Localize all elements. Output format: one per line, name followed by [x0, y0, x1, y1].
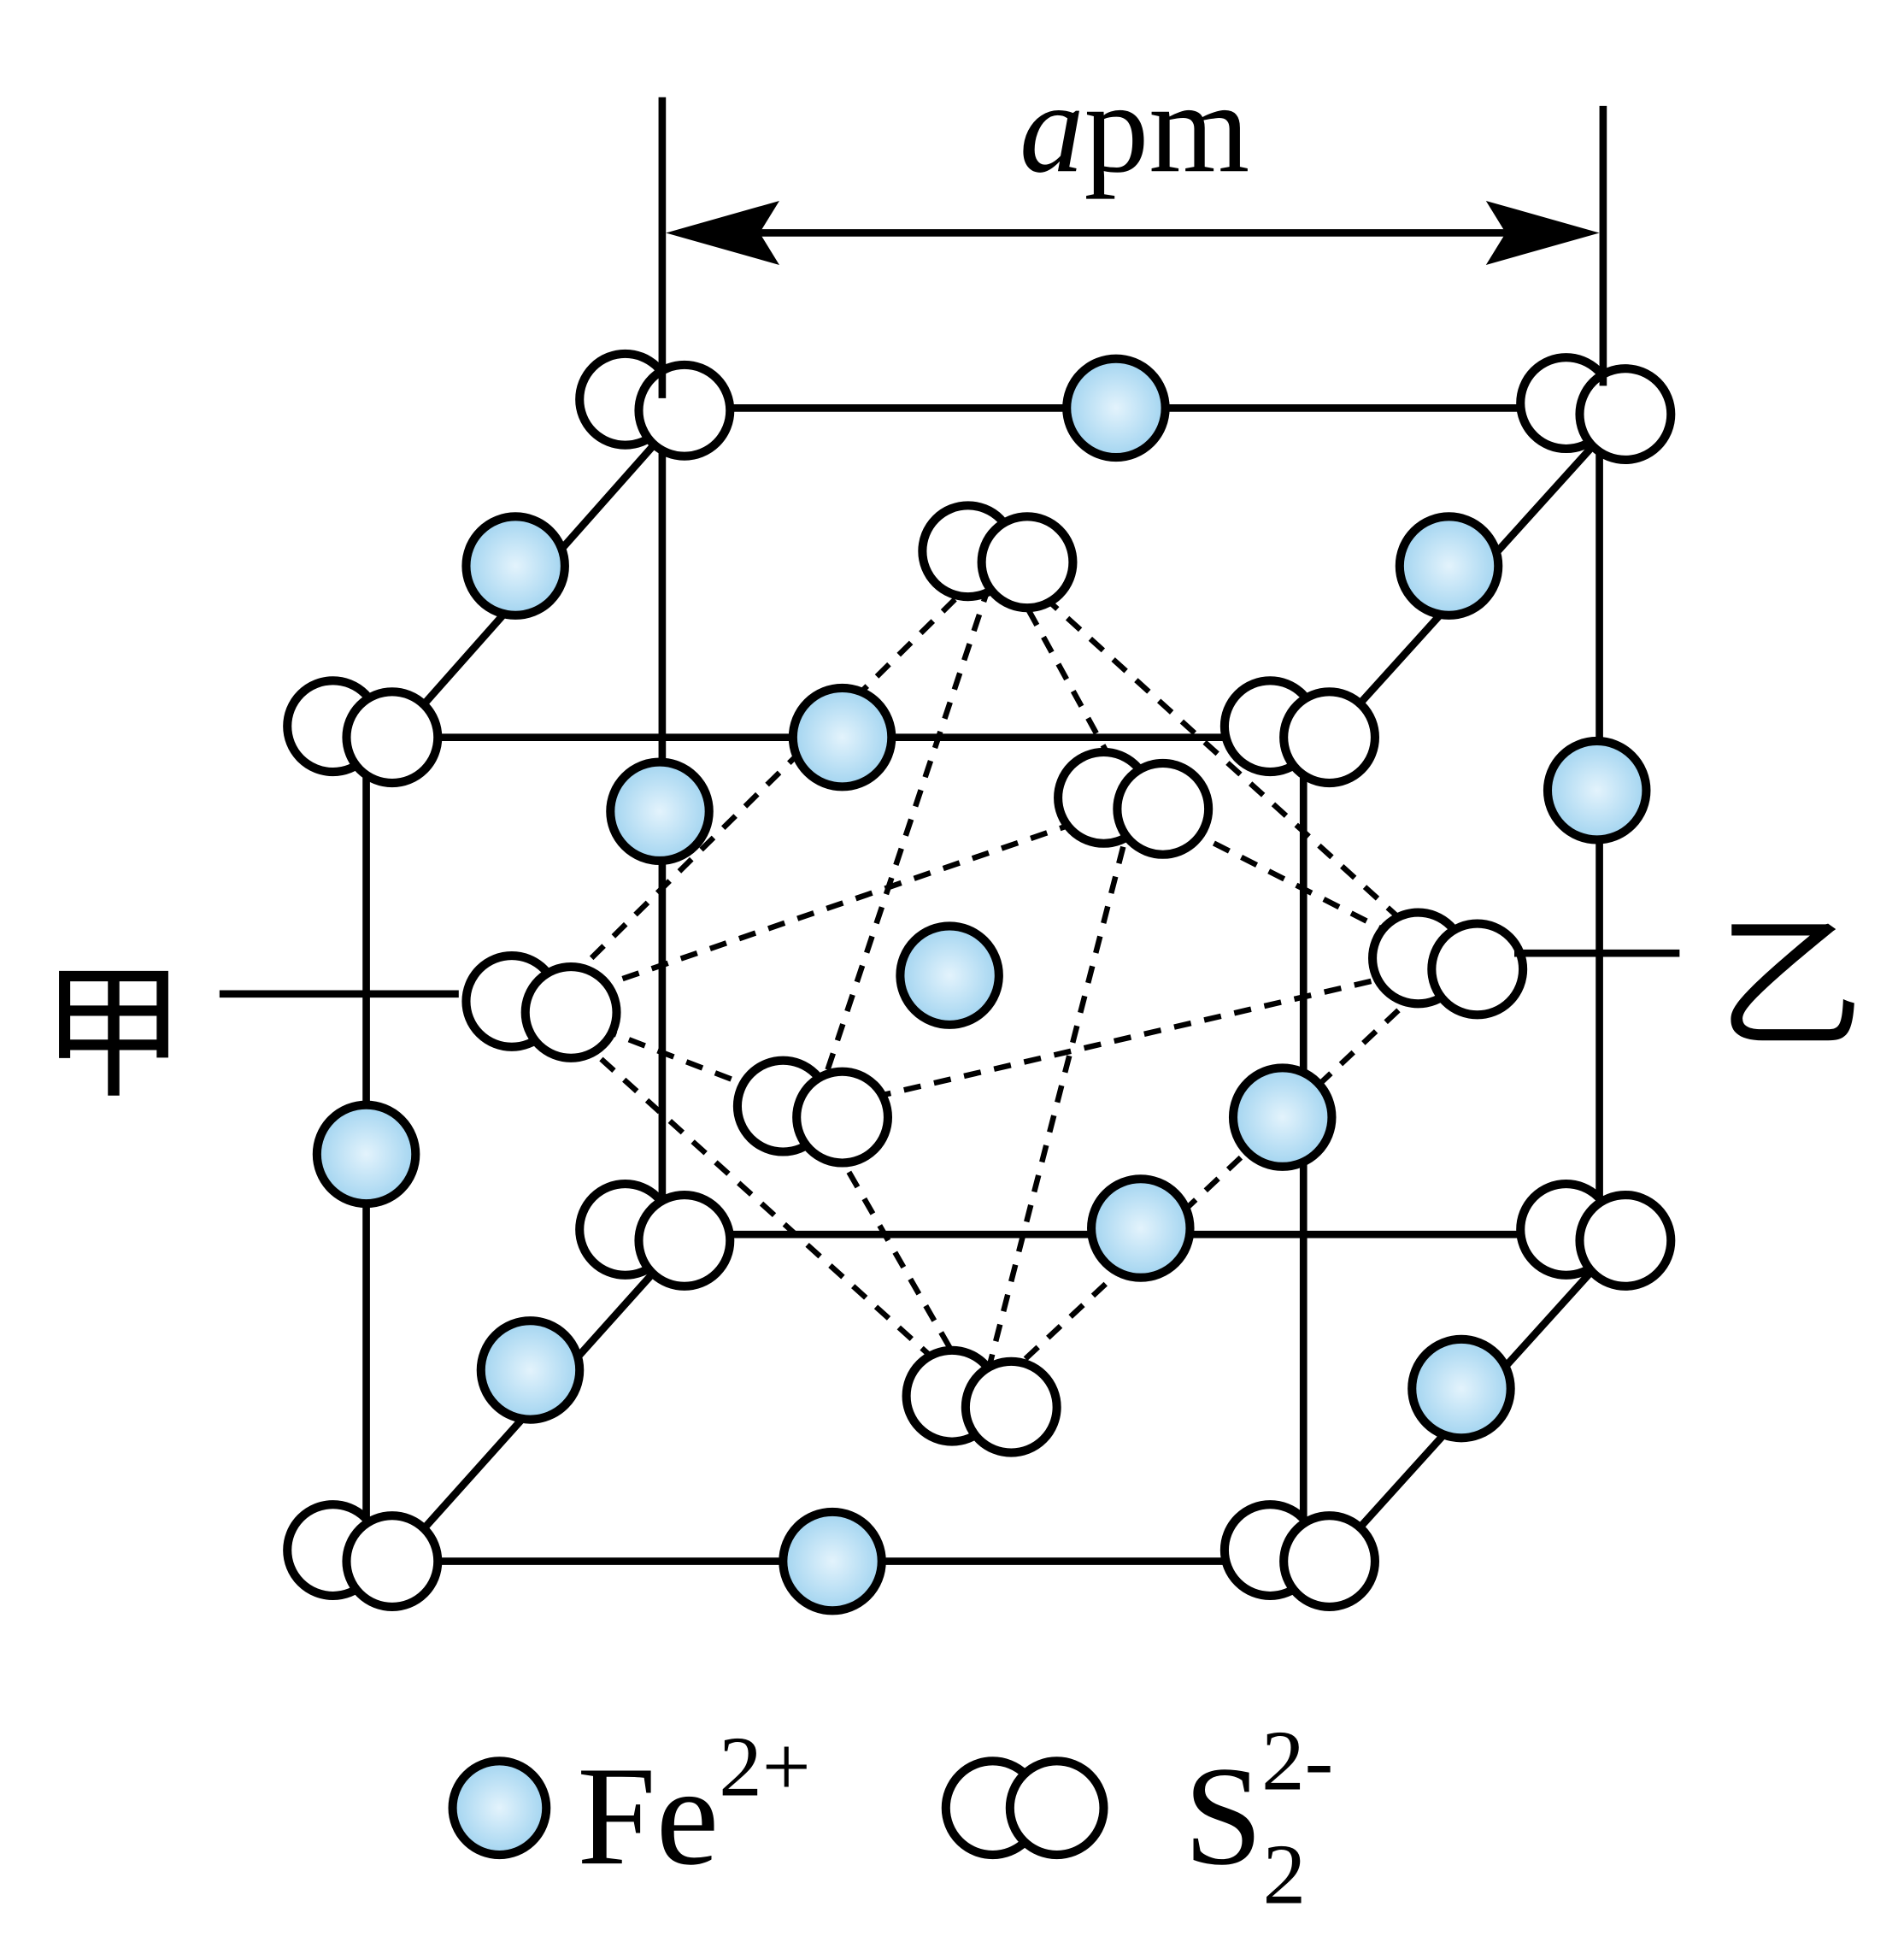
legend-s-icon-b: [1005, 1757, 1108, 1860]
octahedron-edge: [540, 1003, 983, 1403]
s-atom: [520, 962, 621, 1062]
octahedron-edge: [978, 802, 1137, 1402]
legend: Fe2+ S22-: [448, 1713, 1333, 1922]
s2-ion: [575, 1179, 735, 1291]
s2-ion: [1054, 747, 1214, 859]
s2-ion: [283, 676, 443, 788]
fe-ion: [312, 1100, 420, 1209]
s-atom: [961, 1356, 1061, 1457]
octahedron-edge: [813, 960, 1450, 1115]
octahedron-edge: [541, 800, 1136, 1009]
dimension-marker: [658, 97, 1607, 398]
fe-ion: [1407, 1334, 1515, 1443]
arrow-right-icon: [1485, 200, 1600, 265]
s2-ion: [902, 1345, 1061, 1457]
s-atom: [1279, 1511, 1380, 1612]
s-atom: [977, 512, 1078, 613]
s2-ion: [1516, 1179, 1676, 1291]
octahedron-edge: [811, 555, 1002, 1112]
s-atom: [342, 1511, 443, 1612]
legend-fe-label: Fe2+: [577, 1719, 810, 1894]
octahedron-edge: [978, 961, 1451, 1403]
atoms: [283, 349, 1676, 1615]
s2-ion: [732, 1056, 893, 1168]
fe-ion: [779, 1507, 886, 1615]
fe-ion: [1228, 1063, 1337, 1171]
s2-ion: [918, 501, 1078, 613]
s-atom: [1575, 1190, 1676, 1291]
s2-ion: [283, 1500, 443, 1612]
s-atom: [792, 1067, 893, 1168]
s2-ion: [1219, 676, 1380, 788]
s-atom: [1279, 687, 1380, 788]
s-atom: [634, 360, 735, 461]
legend-s-label: S22-: [1184, 1713, 1333, 1922]
arrow-left-icon: [666, 200, 779, 265]
fe-ion: [1087, 1174, 1195, 1282]
fe-ion: [896, 921, 1003, 1029]
fe-ion: [1062, 354, 1170, 462]
s2-ion: [1516, 353, 1676, 465]
fe-ion: [476, 1316, 585, 1424]
s2-ion: [1219, 1500, 1380, 1612]
label-jia: 甲: [41, 954, 186, 1115]
legend-fe-icon: [448, 1757, 551, 1860]
fe-ion: [1395, 512, 1503, 620]
octahedron-edge: [540, 554, 1002, 1009]
s-atom: [1575, 364, 1676, 465]
s-atom: [1427, 919, 1528, 1020]
dimension-label: apm: [1020, 56, 1249, 199]
label-yi: 乙: [1718, 904, 1863, 1066]
s-atom: [342, 687, 443, 788]
octahedron-edge: [996, 554, 1451, 966]
s2-ion: [461, 951, 621, 1062]
fe-ion: [788, 683, 896, 791]
s-atom: [634, 1190, 735, 1291]
s2-ion: [1368, 908, 1528, 1020]
s2-ion: [575, 349, 735, 461]
fe-ion: [461, 512, 569, 620]
fe-ion: [606, 757, 714, 866]
fe-ion: [1543, 736, 1651, 844]
s-atom: [1113, 758, 1214, 859]
